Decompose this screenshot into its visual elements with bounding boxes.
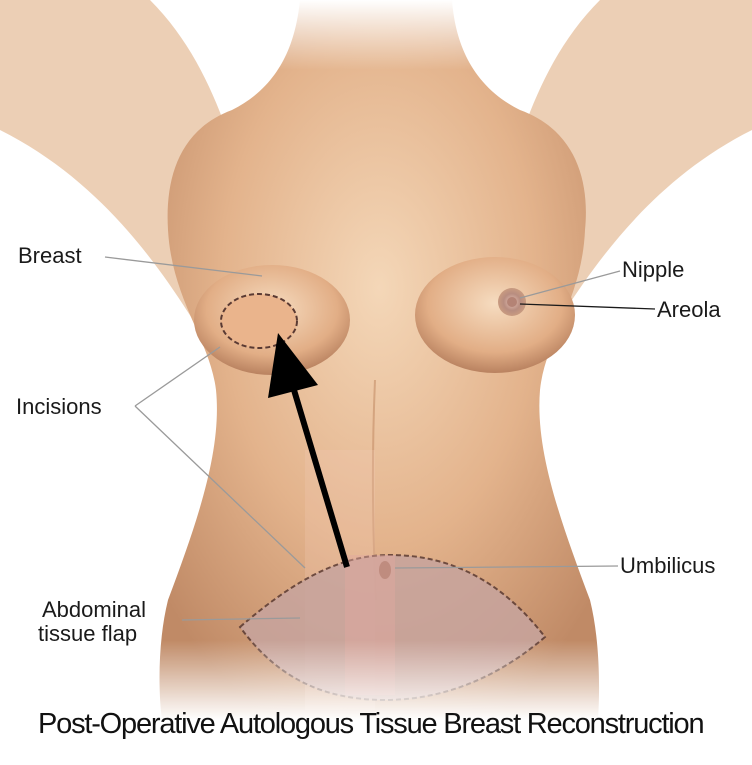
label-breast: Breast <box>18 244 82 268</box>
label-nipple: Nipple <box>622 258 684 282</box>
figure-caption: Post-Operative Autologous Tissue Breast … <box>38 708 703 741</box>
label-tissue-flap: tissue flap <box>38 622 137 646</box>
breast-incision <box>221 294 297 348</box>
label-areola: Areola <box>657 298 721 322</box>
label-abdominal: Abdominal <box>42 598 146 622</box>
nipple-shape <box>507 297 517 307</box>
label-umbilicus: Umbilicus <box>620 554 715 578</box>
label-incisions: Incisions <box>16 395 102 419</box>
breast-left-side <box>415 257 575 373</box>
